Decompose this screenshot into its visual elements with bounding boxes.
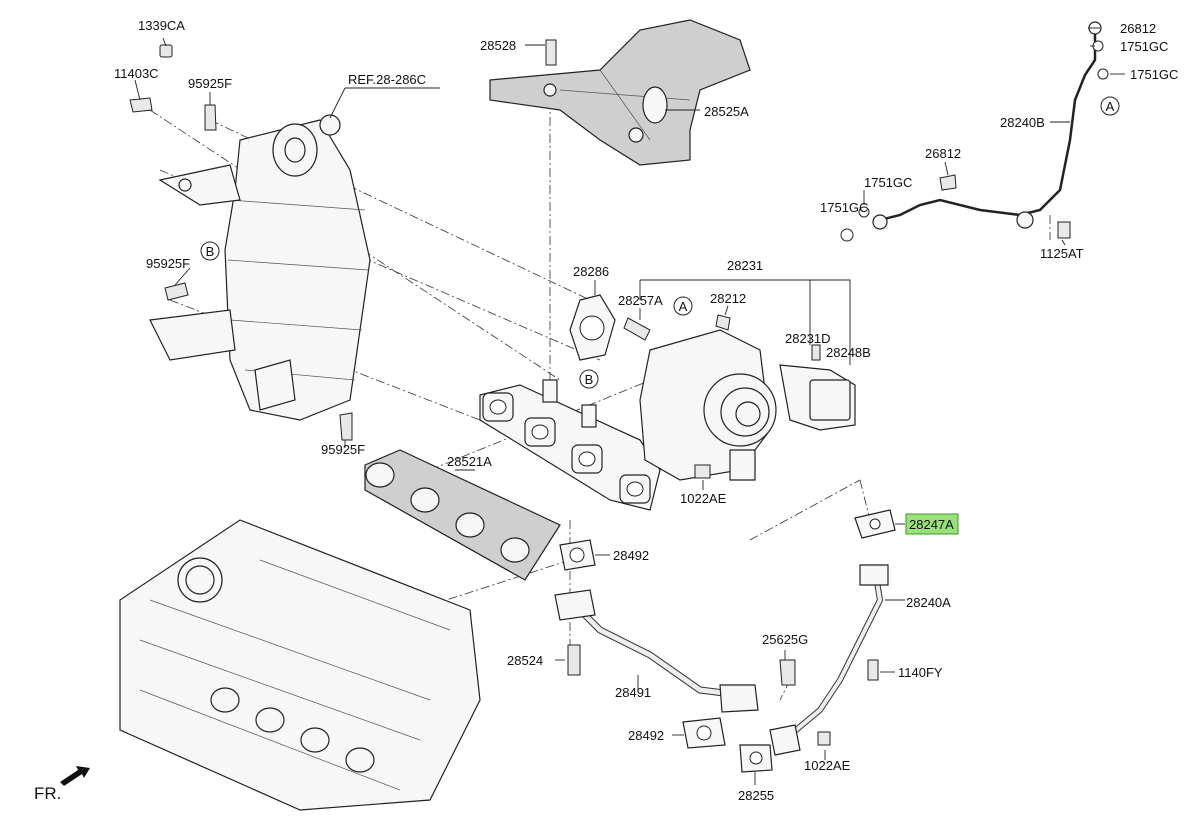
label-1751gc-b[interactable]: 1751GC xyxy=(1130,67,1178,82)
part-labels: 1339CA 11403C 95925F REF.28-286C 95925F … xyxy=(114,18,1178,803)
oil-return-pipe xyxy=(769,564,889,756)
label-28248b[interactable]: 28248B xyxy=(826,345,871,360)
label-1751gc-a[interactable]: 1751GC xyxy=(1120,39,1168,54)
label-11403c[interactable]: 11403C xyxy=(114,66,159,81)
turbo-flange-gasket xyxy=(569,294,616,361)
fasteners xyxy=(129,39,1109,746)
label-28286[interactable]: 28286 xyxy=(573,264,609,279)
label-1339ca[interactable]: 1339CA xyxy=(138,18,185,33)
label-1140fy[interactable]: 1140FY xyxy=(898,665,943,680)
label-1022ae-mid[interactable]: 1022AE xyxy=(680,491,727,506)
callout-b-mid-circle xyxy=(579,369,599,389)
label-28257a[interactable]: 28257A xyxy=(618,293,663,308)
coolant-pipe xyxy=(554,589,759,713)
front-label: FR. xyxy=(34,784,61,803)
label-28231[interactable]: 28231 xyxy=(727,258,763,273)
front-direction-marker: FR. xyxy=(34,766,90,803)
callout-a-mid: A xyxy=(679,299,688,314)
turbocharger xyxy=(639,329,856,481)
label-28525a[interactable]: 28525A xyxy=(704,104,749,119)
manifold-gasket xyxy=(364,449,561,581)
label-28524[interactable]: 28524 xyxy=(507,653,543,668)
label-1022ae-bot[interactable]: 1022AE xyxy=(804,758,851,773)
callout-a-mid-circle xyxy=(673,296,693,316)
label-95925f-bot[interactable]: 95925F xyxy=(321,442,365,457)
label-26812-mid[interactable]: 26812 xyxy=(925,146,961,161)
label-28231d[interactable]: 28231D xyxy=(785,331,831,346)
exhaust-manifold xyxy=(479,379,661,511)
label-25625g[interactable]: 25625G xyxy=(762,632,808,647)
label-26812-top[interactable]: 26812 xyxy=(1120,21,1156,36)
label-28247a-highlight xyxy=(905,513,959,535)
label-28528[interactable]: 28528 xyxy=(480,38,516,53)
label-28212[interactable]: 28212 xyxy=(710,291,746,306)
leader-lines xyxy=(134,27,1125,785)
label-95925f-top[interactable]: 95925F xyxy=(188,76,232,91)
callout-a-top-circle xyxy=(1100,96,1120,116)
callout-b-mid: B xyxy=(585,372,594,387)
engine-block xyxy=(119,519,481,811)
label-1751gc-d[interactable]: 1751GC xyxy=(820,200,868,215)
label-95925f-mid[interactable]: 95925F xyxy=(146,256,190,271)
label-28521a[interactable]: 28521A xyxy=(447,454,492,469)
oil-feed-pipe xyxy=(872,21,1102,230)
front-arrow-icon xyxy=(60,766,90,786)
small-gaskets xyxy=(559,509,896,773)
label-28492-top[interactable]: 28492 xyxy=(613,548,649,563)
label-ref-28-286c[interactable]: REF.28-286C xyxy=(348,72,426,87)
label-28240b[interactable]: 28240B xyxy=(1000,115,1045,130)
label-1751gc-c[interactable]: 1751GC xyxy=(864,175,912,190)
callout-b-left-circle xyxy=(200,241,220,261)
callout-markers: A A B B xyxy=(200,96,1120,389)
label-28255[interactable]: 28255 xyxy=(738,788,774,803)
label-1125at[interactable]: 1125AT xyxy=(1040,246,1084,261)
label-28492-bot[interactable]: 28492 xyxy=(628,728,664,743)
catalytic-converter xyxy=(149,114,371,421)
callout-b-left: B xyxy=(206,244,215,259)
callout-a-top: A xyxy=(1106,99,1115,114)
label-28247a[interactable]: 28247A xyxy=(909,517,954,532)
label-28240a[interactable]: 28240A xyxy=(906,595,951,610)
heat-shield xyxy=(489,19,751,166)
label-28491[interactable]: 28491 xyxy=(615,685,651,700)
